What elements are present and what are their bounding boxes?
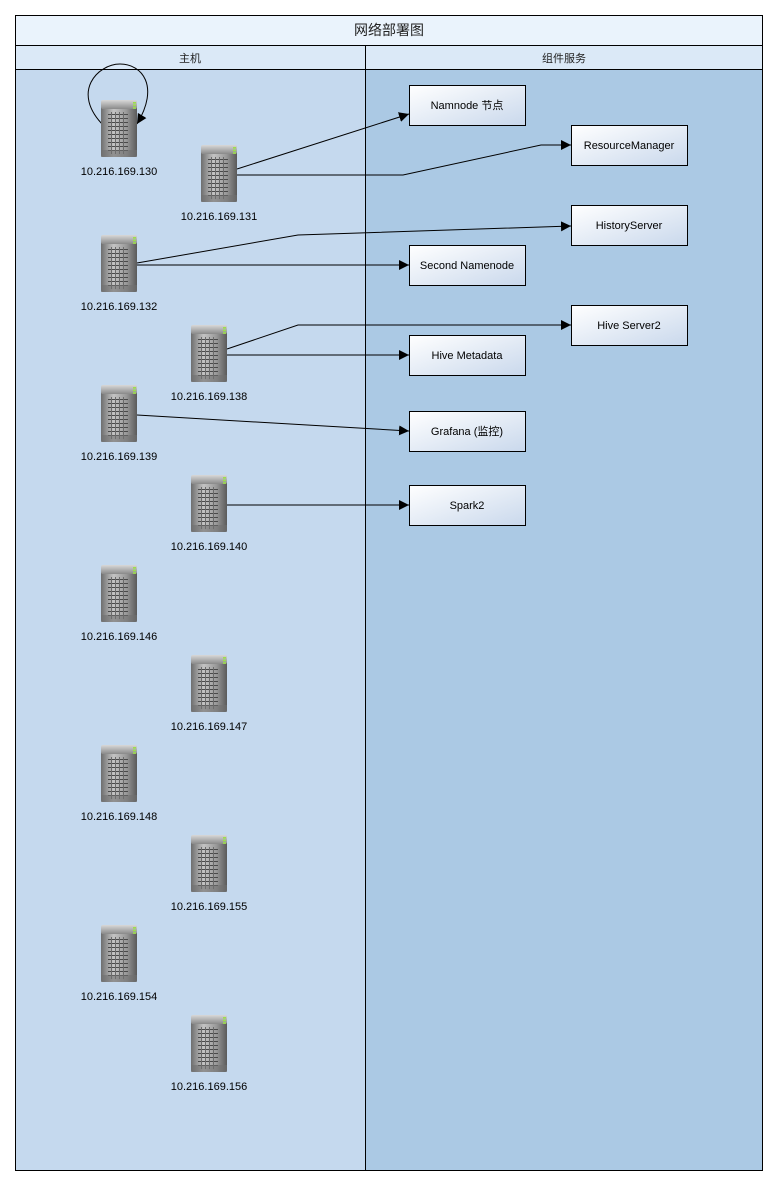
host-139[interactable]: 10.216.169.139	[81, 385, 157, 463]
server-tower-icon	[101, 925, 137, 982]
lane-hosts	[15, 45, 366, 1171]
host-ip: 10.216.169.132	[81, 301, 157, 313]
service-historyserver[interactable]: HistoryServer	[571, 205, 688, 246]
server-tower-icon	[191, 475, 227, 532]
host-155[interactable]: 10.216.169.155	[171, 835, 247, 913]
lane-hosts-label: 主机	[179, 51, 201, 65]
services: Namnode 节点 ResourceManager HistoryServer…	[409, 85, 688, 526]
host-148[interactable]: 10.216.169.148	[81, 745, 157, 823]
host-140[interactable]: 10.216.169.140	[171, 475, 247, 553]
host-ip: 10.216.169.131	[181, 211, 257, 223]
server-tower-icon	[191, 1015, 227, 1072]
host-ip: 10.216.169.155	[171, 901, 247, 913]
service-label: Spark2	[450, 500, 485, 512]
host-130[interactable]: 10.216.169.130	[81, 100, 157, 178]
host-ip: 10.216.169.156	[171, 1081, 247, 1093]
service-hive-server2[interactable]: Hive Server2	[571, 305, 688, 346]
host-146[interactable]: 10.216.169.146	[81, 565, 157, 643]
service-spark2[interactable]: Spark2	[409, 485, 526, 526]
edge-139-grafana	[136, 414, 410, 436]
edge-131-resourcemanager	[237, 140, 571, 176]
service-label: Second Namenode	[420, 260, 514, 272]
diagram-title: 网络部署图	[354, 22, 424, 38]
lane-services-label: 组件服务	[542, 51, 586, 65]
server-tower-icon	[191, 325, 227, 382]
edge-130-self	[87, 63, 149, 127]
host-138[interactable]: 10.216.169.138	[171, 325, 247, 403]
host-147[interactable]: 10.216.169.147	[171, 655, 247, 733]
server-tower-icon	[201, 145, 237, 202]
service-label: Namnode 节点	[431, 99, 504, 112]
service-label: ResourceManager	[584, 140, 675, 152]
server-tower-icon	[101, 235, 137, 292]
host-154[interactable]: 10.216.169.154	[81, 925, 157, 1003]
lane-hosts-header	[15, 45, 366, 70]
lane-services-header	[365, 45, 763, 70]
edge-131-namenode	[236, 112, 410, 170]
server-tower-icon	[191, 835, 227, 892]
service-label: HistoryServer	[596, 220, 663, 232]
host-ip: 10.216.169.138	[171, 391, 247, 403]
lane-services	[365, 45, 763, 1171]
service-label: Hive Metadata	[432, 350, 504, 362]
host-ip: 10.216.169.130	[81, 166, 157, 178]
service-label: Hive Server2	[597, 320, 661, 332]
server-tower-icon	[101, 565, 137, 622]
service-second-namenode[interactable]: Second Namenode	[409, 245, 526, 286]
service-resourcemanager[interactable]: ResourceManager	[571, 125, 688, 166]
host-ip: 10.216.169.148	[81, 811, 157, 823]
title-bar	[15, 15, 763, 46]
service-namenode[interactable]: Namnode 节点	[409, 85, 526, 126]
edge-132-historyserver	[136, 221, 572, 264]
host-ip: 10.216.169.147	[171, 721, 247, 733]
host-ip: 10.216.169.139	[81, 451, 157, 463]
service-grafana[interactable]: Grafana (监控)	[409, 411, 526, 452]
server-tower-icon	[191, 655, 227, 712]
edge-138-hive-server2	[226, 320, 571, 350]
host-ip: 10.216.169.146	[81, 631, 157, 643]
service-hive-metadata[interactable]: Hive Metadata	[409, 335, 526, 376]
hosts: 10.216.169.130 10.216.169.131 10.216.169…	[81, 100, 257, 1093]
host-132[interactable]: 10.216.169.132	[81, 235, 157, 313]
host-156[interactable]: 10.216.169.156	[171, 1015, 247, 1093]
connections	[87, 63, 572, 510]
server-tower-icon	[101, 745, 137, 802]
server-tower-icon	[101, 100, 137, 157]
host-131[interactable]: 10.216.169.131	[181, 145, 257, 223]
service-label: Grafana (监控)	[431, 424, 503, 438]
host-ip: 10.216.169.140	[171, 541, 247, 553]
host-ip: 10.216.169.154	[81, 991, 157, 1003]
server-tower-icon	[101, 385, 137, 442]
